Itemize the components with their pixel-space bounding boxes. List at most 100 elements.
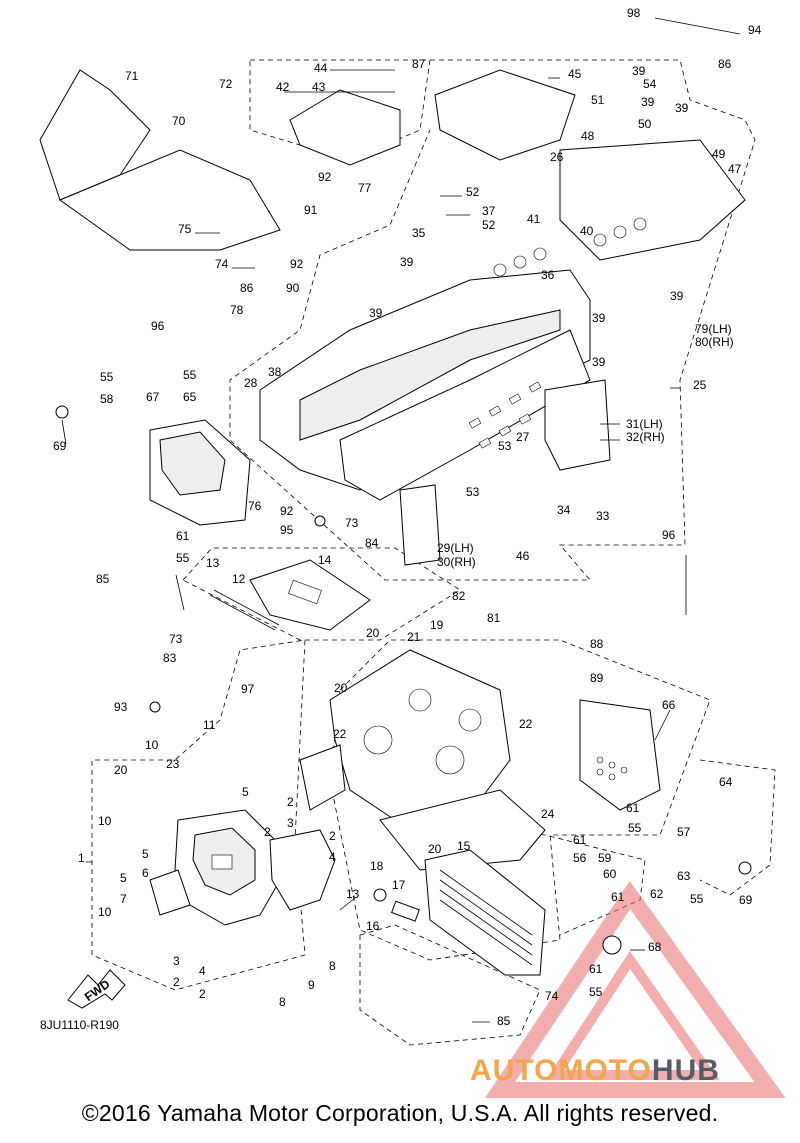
part-callout: 92 — [280, 504, 294, 518]
part-callout: 34 — [557, 503, 571, 517]
part-callout: 66 — [662, 698, 676, 712]
rear-skid — [579, 699, 661, 811]
part-callout: 39 — [592, 311, 606, 325]
part-callout: 74 — [545, 989, 559, 1003]
part-callout: 92 — [290, 257, 304, 271]
rear-plate — [434, 69, 576, 161]
shaft — [209, 589, 280, 631]
part-callout: 15 — [457, 839, 471, 853]
part-callout: 43 — [312, 80, 326, 94]
part-callout: 94 — [748, 23, 762, 37]
seat-bracket — [289, 89, 401, 166]
part-callout: 52 — [482, 218, 496, 232]
part-callout: 38 — [268, 365, 282, 379]
part-callout: 2 — [264, 825, 271, 839]
part-callout: 44 — [314, 61, 328, 75]
part-callout: 26 — [550, 150, 564, 164]
part-callout: 31(LH) — [626, 417, 663, 431]
part-callout: 3 — [173, 954, 180, 968]
part-callout: 25 — [693, 378, 707, 392]
part-callout: 58 — [100, 392, 114, 406]
tunnel-vents — [468, 381, 542, 449]
part-callout: 73 — [169, 632, 183, 646]
part-callout: 40 — [580, 224, 594, 238]
part-callout: 42 — [276, 80, 290, 94]
part-callout: 30(RH) — [437, 555, 476, 569]
part-callout: 20 — [428, 842, 442, 856]
part-callout: 3 — [287, 816, 294, 830]
part-callout: 10 — [98, 814, 112, 828]
part-callout: 6 — [142, 866, 149, 880]
part-callout: 81 — [487, 611, 501, 625]
part-callout: 13 — [346, 887, 360, 901]
part-callout: 78 — [230, 303, 244, 317]
part-callout: 55 — [100, 370, 114, 384]
part-callout: 9 — [308, 978, 315, 992]
fwd-arrow: FWD — [67, 969, 126, 1009]
part-callout: 20 — [366, 626, 380, 640]
part-callout: 57 — [677, 825, 691, 839]
part-callout: 61 — [573, 833, 587, 847]
part-callout: 75 — [178, 222, 192, 236]
part-callout: 20 — [114, 763, 128, 777]
part-callout: 48 — [581, 129, 595, 143]
part-callout: 86 — [718, 57, 732, 71]
part-callout: 47 — [728, 162, 742, 176]
cowl-brackets — [39, 69, 281, 251]
part-callout: 39 — [670, 289, 684, 303]
heat-exchanger-fins — [439, 869, 533, 966]
part-callout: 41 — [527, 212, 541, 226]
part-callout: 39 — [369, 306, 383, 320]
part-callout: 33 — [596, 509, 610, 523]
part-callout: 36 — [541, 268, 555, 282]
part-callout: 39 — [675, 101, 689, 115]
part-callout: 65 — [183, 390, 197, 404]
part-callout: 68 — [648, 940, 662, 954]
part-callout: 28 — [244, 376, 258, 390]
part-callout: 85 — [96, 572, 110, 586]
part-callout: 7 — [120, 892, 127, 906]
part-callout: 96 — [151, 319, 165, 333]
diagram-code: 8JU1110-R190 — [40, 1018, 119, 1032]
part-callout: 24 — [541, 807, 555, 821]
part-callout: 39 — [632, 64, 646, 78]
part-callout: 8 — [279, 995, 286, 1009]
part-callout: 35 — [412, 226, 426, 240]
part-callout: 95 — [280, 523, 294, 537]
part-callout: 54 — [643, 77, 657, 91]
part-callout: 70 — [172, 114, 186, 128]
part-callout: 55 — [690, 892, 704, 906]
watermark-text-part2: HUB — [651, 1054, 720, 1087]
part-callout: 84 — [365, 536, 379, 550]
part-callout: 5 — [242, 785, 249, 799]
leader-lines — [61, 17, 741, 1023]
part-callout: 45 — [568, 67, 582, 81]
engine-cradle — [299, 649, 546, 871]
fasteners — [55, 405, 752, 955]
part-callout: 22 — [333, 727, 347, 741]
part-callout: 61 — [589, 962, 603, 976]
part-callout: 64 — [719, 775, 733, 789]
part-callout: 69 — [53, 439, 67, 453]
part-callout: 39 — [592, 355, 606, 369]
part-callout: 29(LH) — [437, 541, 474, 555]
frame-rail-holes — [493, 217, 647, 277]
part-callout: 55 — [176, 551, 190, 565]
part-callout: 8 — [329, 959, 336, 973]
part-callout: 2 — [287, 795, 294, 809]
part-callout: 88 — [590, 637, 604, 651]
part-callout: 53 — [498, 439, 512, 453]
part-callout: 72 — [219, 77, 233, 91]
part-callout: 55 — [589, 985, 603, 999]
part-callout: 20 — [334, 681, 348, 695]
part-callout: 87 — [412, 57, 426, 71]
part-callout: 39 — [641, 95, 655, 109]
part-callout: 17 — [392, 878, 406, 892]
part-callout: 10 — [145, 738, 159, 752]
part-callout: 91 — [304, 203, 318, 217]
part-callout: 32(RH) — [626, 430, 665, 444]
part-callout: 79(LH) — [695, 322, 732, 336]
part-callout: 18 — [370, 859, 384, 873]
